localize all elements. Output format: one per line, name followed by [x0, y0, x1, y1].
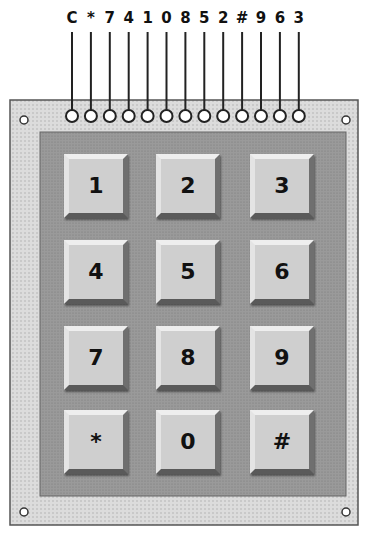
keypad-key: 2 — [156, 154, 220, 218]
pin-pad — [217, 110, 229, 122]
pin-pad — [274, 110, 286, 122]
key-panel — [40, 132, 346, 496]
pin-lead — [90, 32, 92, 110]
key-label: 6 — [274, 260, 289, 284]
pin-label: 4 — [123, 10, 133, 26]
pin-pad — [198, 110, 210, 122]
pin-pad — [293, 110, 305, 122]
key-label: 4 — [88, 260, 103, 284]
pin-leads — [72, 32, 299, 110]
circuit-board — [10, 100, 358, 525]
pin-lead — [241, 32, 243, 110]
pin-label: C — [66, 10, 77, 26]
pin-pad — [255, 110, 267, 122]
pin-pad — [142, 110, 154, 122]
pin-lead — [184, 32, 186, 110]
pin-lead — [109, 32, 111, 110]
pin-lead — [298, 32, 300, 110]
keypad-key: 5 — [156, 240, 220, 304]
pin-lead — [71, 32, 73, 110]
key-label: 3 — [274, 174, 289, 198]
keypad-key: 4 — [64, 240, 128, 304]
keypad-key: * — [64, 410, 128, 474]
mounting-holes — [20, 116, 350, 516]
keypad-key: 7 — [64, 326, 128, 390]
key-label: 1 — [88, 174, 103, 198]
pin-label: 9 — [256, 10, 266, 26]
key-label: 0 — [180, 430, 195, 454]
keypad-key: 3 — [250, 154, 314, 218]
keypad-key: 0 — [156, 410, 220, 474]
pin-label: * — [87, 10, 95, 26]
pin-pad — [179, 110, 191, 122]
keypad-key: # — [250, 410, 314, 474]
key-label: 8 — [180, 346, 195, 370]
key-label: # — [273, 430, 291, 454]
pin-pad — [85, 110, 97, 122]
keypad-key: 9 — [250, 326, 314, 390]
pin-lead — [203, 32, 205, 110]
pin-lead — [222, 32, 224, 110]
pin-lead — [166, 32, 168, 110]
pin-label: 2 — [218, 10, 228, 26]
key-label: 7 — [88, 346, 103, 370]
pin-lead — [147, 32, 149, 110]
pin-label: 8 — [180, 10, 190, 26]
key-label: 9 — [274, 346, 289, 370]
key-label: 5 — [180, 260, 195, 284]
pin-lead — [128, 32, 130, 110]
keypad-key: 6 — [250, 240, 314, 304]
pin-pad — [236, 110, 248, 122]
pin-label: 5 — [199, 10, 209, 26]
key-label: 2 — [180, 174, 195, 198]
pin-pad — [104, 110, 116, 122]
pin-pad — [66, 110, 78, 122]
pin-label: 1 — [142, 10, 152, 26]
pin-label: # — [236, 10, 249, 26]
pin-label: 6 — [275, 10, 285, 26]
keypad-key: 1 — [64, 154, 128, 218]
pin-pads — [66, 110, 305, 122]
pin-pad — [123, 110, 135, 122]
pin-label: 7 — [105, 10, 115, 26]
key-label: * — [90, 430, 102, 454]
pin-label: 3 — [294, 10, 304, 26]
pin-pad — [161, 110, 173, 122]
keypad-key: 8 — [156, 326, 220, 390]
pin-lead — [279, 32, 281, 110]
pin-lead — [260, 32, 262, 110]
pin-label: 0 — [161, 10, 171, 26]
